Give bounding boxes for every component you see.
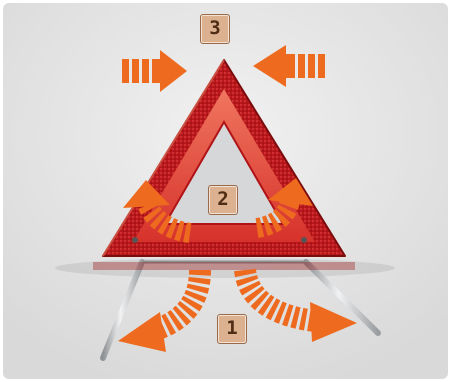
right-hinge-icon xyxy=(301,237,307,243)
triangle-base-shadow xyxy=(93,262,355,270)
left-hinge-icon xyxy=(132,237,138,243)
step-2-badge: 2 xyxy=(208,185,238,215)
step-3-badge: 3 xyxy=(200,14,230,44)
step-1-badge: 1 xyxy=(217,314,247,344)
